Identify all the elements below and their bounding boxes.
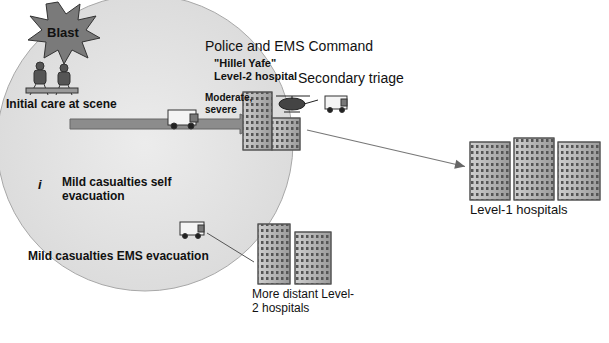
command-zone: Police and EMS Command "Hillel Yafe" Leve… [0, 0, 376, 291]
distant-level-2-buildings [258, 224, 331, 284]
blast-starburst-part [28, 2, 100, 64]
hospital-node: Level-1 hospitals [465, 135, 605, 225]
distant-level-2-buildings-part [258, 224, 290, 284]
evacuation-label: Mild casualties EMS evacuation [28, 250, 209, 264]
helicopter-icon-part [304, 100, 318, 104]
evacuation-leader-line [207, 233, 254, 262]
helicopter-icon-part [279, 98, 305, 110]
severity-label: Moderate, severe [205, 92, 251, 115]
ambulance-icon-part [325, 96, 347, 109]
node-text: Level-1 hospitals [470, 203, 568, 218]
evacuation-leader-line-part [207, 233, 254, 262]
level-1-buildings-part [514, 138, 554, 200]
level-1-buildings-part [470, 142, 510, 200]
evacuation-arrow [70, 114, 262, 134]
distant-level-2-buildings-part [258, 224, 290, 284]
helicopter-icon [276, 96, 318, 112]
hillel-yafe-building-part [272, 118, 300, 150]
ambulance-icon [180, 222, 204, 239]
triage-connector [307, 130, 465, 167]
ambulance-icon-part [328, 108, 333, 113]
ambulance-icon-part [171, 123, 177, 129]
helicopter-icon-part [292, 96, 293, 99]
level-1-buildings-part [558, 142, 600, 200]
blast-label: Blast [47, 26, 79, 41]
distant-level-2-buildings-part [295, 232, 331, 284]
node-text: "Hillel Yafe" Level-2 hospital [214, 57, 298, 82]
soldiers-figure-part [36, 62, 44, 70]
hillel-yafe-building-part [272, 118, 300, 150]
ambulance-icon-part [190, 114, 198, 122]
ambulance-icon-part [198, 225, 204, 232]
ambulance-icon [325, 96, 347, 113]
blast-starburst [28, 2, 100, 64]
soldiers-figure-part [60, 64, 68, 72]
ambulance-icon-part [340, 108, 345, 113]
node-text: More distant Level-2 hospitals [252, 288, 358, 316]
level-1-buildings-part [470, 142, 510, 200]
soldiers-figure-part [58, 72, 70, 85]
arrow-head [454, 160, 465, 169]
evacuation-arrow-part [70, 114, 262, 134]
ambulance-icon-part [188, 123, 194, 129]
ambulance-icon [168, 110, 198, 129]
scene-label: Initial care at scene [6, 98, 117, 112]
ambulance-icon-part [183, 234, 188, 239]
soldiers-figure-part [34, 70, 46, 84]
helicopter-icon-part [284, 112, 300, 113]
evacuation-label: Mild casualties self evacuation [62, 176, 180, 204]
ambulance-icon-part [341, 99, 347, 106]
node-text: Police and EMS Command [205, 38, 373, 54]
triage-label: Secondary triage [298, 70, 404, 86]
info-icon: i [38, 178, 42, 193]
soldiers-figure-part [26, 88, 78, 93]
helicopter-icon-part [276, 96, 310, 97]
level-1-buildings [470, 138, 600, 200]
level-1-buildings-part [558, 142, 600, 200]
distant-level-2-buildings-part [295, 232, 331, 284]
soldiers-figure [26, 62, 78, 95]
level-1-buildings-part [514, 138, 554, 200]
ambulance-icon-part [196, 234, 201, 239]
hospital-node: More distant Level-2 hospitals [250, 218, 360, 318]
ambulance-icon-part [180, 222, 204, 235]
